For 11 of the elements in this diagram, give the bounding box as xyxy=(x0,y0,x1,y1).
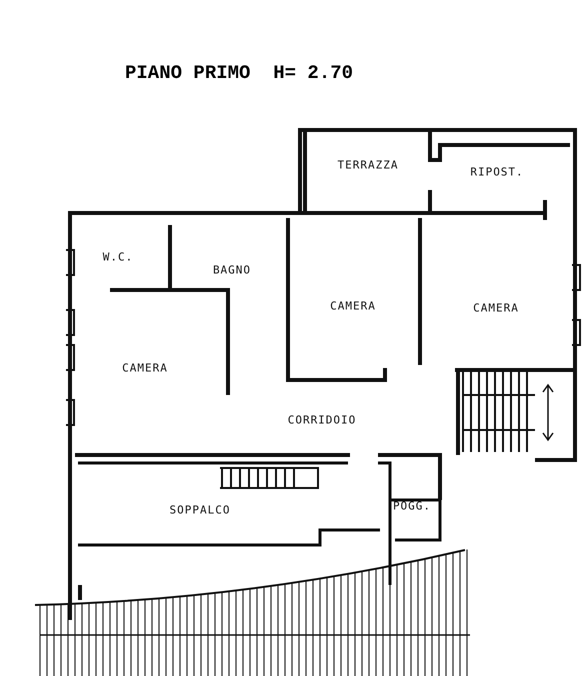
room-label: CAMERA xyxy=(473,302,519,314)
plan-title: PIANO PRIMO H= 2.70 xyxy=(125,62,354,84)
room-label: POGG. xyxy=(392,500,432,512)
room-label: BAGNO xyxy=(212,264,252,276)
room-label: SOPPALCO xyxy=(170,504,230,516)
room-label: RIPOST. xyxy=(470,166,524,178)
room-label: CAMERA xyxy=(122,362,168,374)
room-label: W.C. xyxy=(102,250,134,264)
room-label: CORRIDOIO xyxy=(288,414,356,426)
room-label: CAMERA xyxy=(330,300,376,312)
room-label: TERRAZZA xyxy=(338,158,398,172)
